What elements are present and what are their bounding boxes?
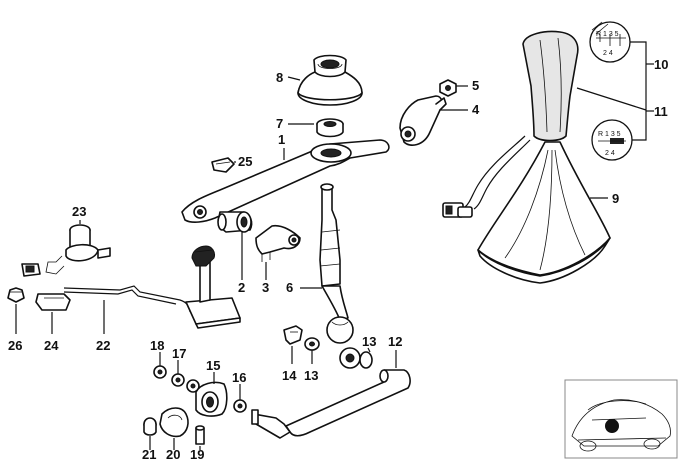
selector-plate (185, 245, 241, 329)
callout-16: 16 (232, 370, 246, 385)
washer-17 (171, 373, 185, 387)
clip-25 (211, 157, 235, 173)
washer-extra (186, 379, 200, 393)
callout-19: 19 (190, 447, 204, 461)
callout-15: 15 (206, 358, 220, 373)
clip-14 (283, 325, 303, 345)
bushing-7 (316, 118, 344, 138)
callout-6: 6 (286, 280, 293, 295)
shift-pattern-badge-bottom: R 1 3 5 2 4 (591, 119, 633, 161)
rod-12 (251, 369, 411, 439)
callout-18: 18 (150, 338, 164, 353)
boot-wiring-harness (442, 135, 531, 218)
switch-23 (45, 224, 111, 275)
pattern-top-row2: 2 4 (603, 50, 613, 57)
callout-11: 11 (654, 104, 668, 119)
leader-13b (367, 347, 371, 353)
callout-23: 23 (72, 204, 86, 219)
joint-13b (339, 347, 373, 369)
callout-1: 1 (278, 132, 285, 147)
shift-boot (477, 141, 611, 284)
callout-10: 10 (654, 57, 668, 72)
callout-22: 22 (96, 338, 110, 353)
car-location-thumbnail (564, 379, 678, 459)
callout-9: 9 (612, 191, 619, 206)
pattern-bottom-row2: 2 4 (605, 150, 615, 157)
bushing-2 (217, 211, 253, 233)
pattern-top-row1: R 1 3 5 (596, 31, 619, 38)
callout-7: 7 (276, 116, 283, 131)
callout-3: 3 (262, 280, 269, 295)
callout-26: 26 (8, 338, 22, 353)
grommet-26 (7, 287, 25, 303)
callout-17: 17 (172, 346, 186, 361)
callout-13-right: 13 (362, 334, 376, 349)
gear-lever-6 (319, 183, 354, 344)
callout-25: 25 (238, 154, 252, 169)
callout-13-left: 13 (304, 368, 318, 383)
clip-20 (159, 407, 189, 438)
leader-8 (287, 76, 301, 81)
callout-21: 21 (142, 447, 156, 461)
pin-19 (195, 425, 205, 445)
callout-bracket-10-11 (576, 41, 654, 141)
bracket-4 (399, 95, 447, 146)
pattern-bottom-row1: R 1 3 5 (598, 131, 621, 138)
shift-knob (522, 30, 579, 142)
bushing-15 (195, 381, 228, 417)
callout-14: 14 (282, 368, 297, 383)
cable-22 (63, 285, 191, 313)
nut-5 (439, 79, 457, 97)
clip-left (21, 263, 41, 277)
bracket-3 (255, 224, 301, 262)
callout-5: 5 (472, 78, 479, 93)
shift-lever-bracket-1 (181, 139, 390, 223)
shift-pattern-badge-top: R 1 3 5 2 4 (589, 21, 631, 63)
washer-16 (233, 399, 247, 413)
callout-24: 24 (44, 338, 59, 353)
callout-20: 20 (166, 447, 180, 461)
washer-18 (153, 365, 167, 379)
clip-24 (35, 293, 71, 311)
callout-2: 2 (238, 280, 245, 295)
rubber-boot-8 (297, 54, 363, 106)
callout-4: 4 (472, 102, 480, 117)
washer-13a (304, 337, 320, 351)
location-marker (605, 419, 619, 433)
pin-21 (143, 417, 157, 436)
callout-12: 12 (388, 334, 402, 349)
callout-8: 8 (276, 70, 283, 85)
